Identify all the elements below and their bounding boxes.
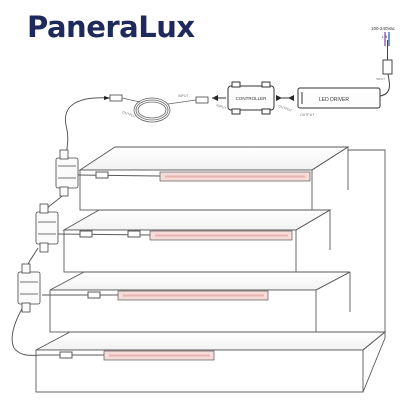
brand-logo: PaneraLux	[27, 10, 195, 44]
extension-cable	[121, 97, 197, 123]
power-input-label: INPUT	[376, 77, 385, 81]
output-label: OUTPUT	[122, 110, 138, 119]
driver-output-label: OUTPUT	[300, 113, 315, 117]
splitter-icon	[17, 263, 41, 313]
controller-input-label: INPUT	[216, 103, 228, 111]
led-driver-box	[297, 87, 381, 109]
controller-output-label: OUTPUT	[278, 104, 294, 113]
wire-labels: L N	[382, 35, 388, 39]
controller-box	[227, 81, 275, 115]
voltage-label: 100-240Vac	[371, 26, 396, 31]
input-label: INPUT	[178, 94, 189, 98]
strip-cables	[40, 171, 161, 359]
controller-label: CONTROLLER	[236, 96, 268, 101]
staircase	[35, 146, 387, 393]
power-cable	[379, 40, 393, 97]
splitter-icon	[55, 149, 79, 197]
splitter-icon	[35, 203, 59, 253]
led-driver-label: LED DRIVER	[319, 97, 349, 103]
